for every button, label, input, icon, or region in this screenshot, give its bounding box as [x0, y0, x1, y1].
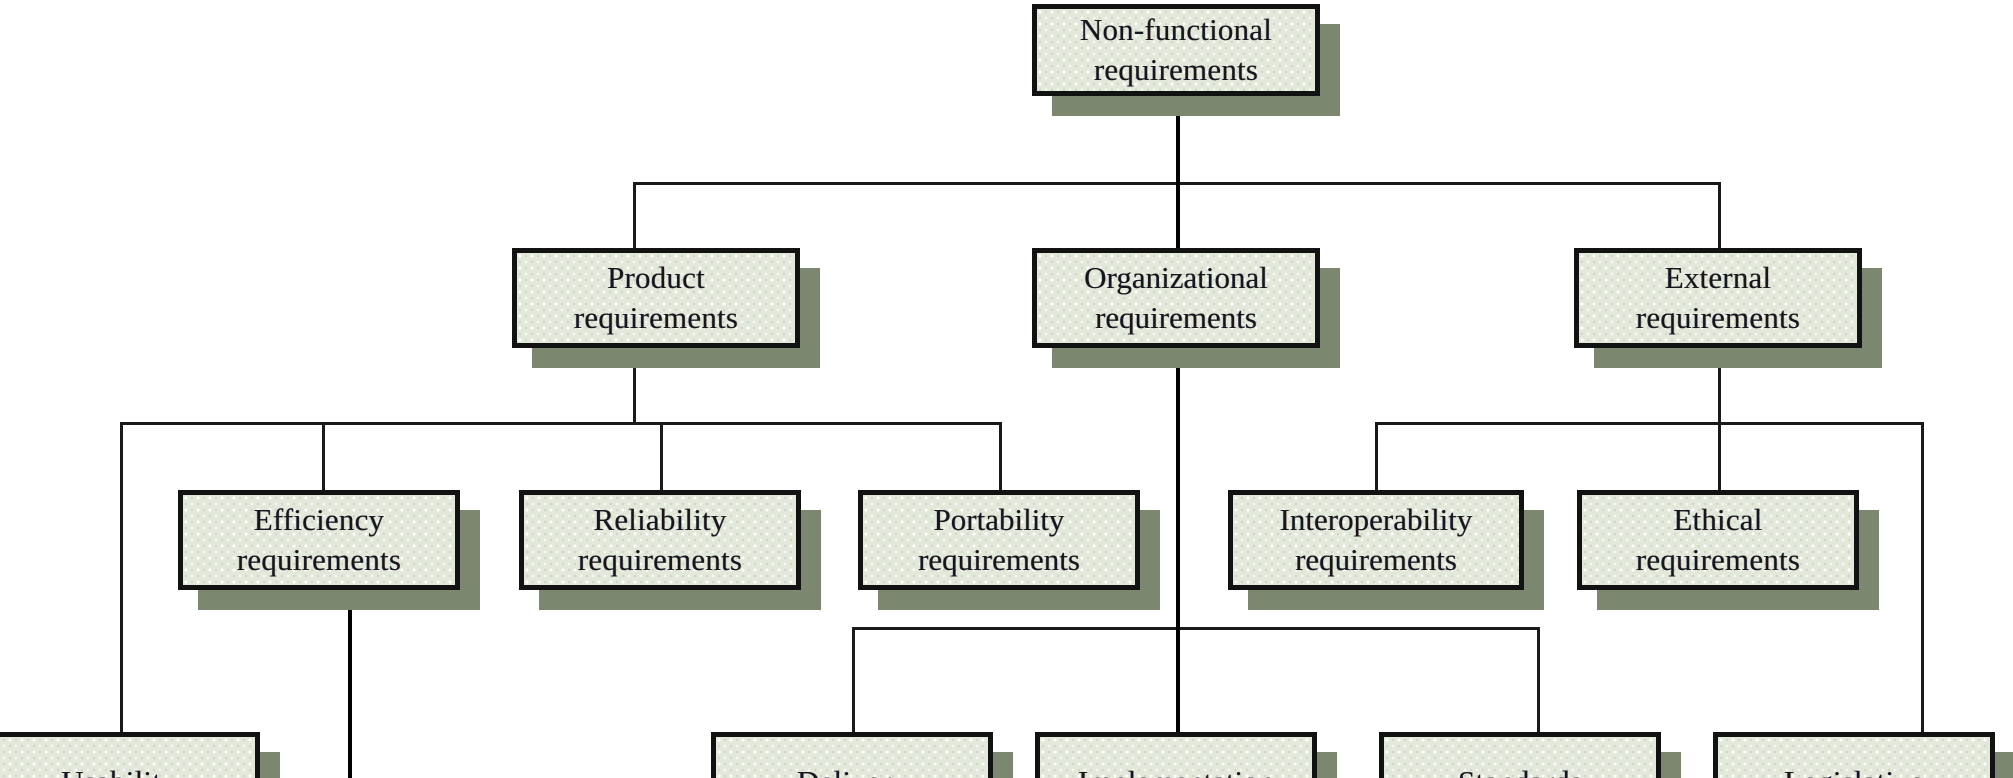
node-portability-requirements[interactable]: Portability requirements [858, 490, 1160, 610]
node-reliability-requirements[interactable]: Reliability requirements [519, 490, 821, 610]
connector-product-down [633, 348, 636, 424]
connector-product-bus [120, 422, 1002, 425]
node-face: Efficiency requirements [178, 490, 460, 590]
node-label: Interoperability requirements [1279, 502, 1473, 577]
node-standards[interactable]: Standards [1379, 732, 1681, 778]
connector-to-organizational [1176, 182, 1180, 248]
connector-org-to-delivery [852, 627, 855, 732]
connector-efficiency-down [348, 600, 352, 778]
node-face: Usability [0, 732, 260, 778]
node-interoperability-requirements[interactable]: Interoperability requirements [1228, 490, 1544, 610]
node-label: Portability requirements [918, 502, 1080, 577]
node-face: Ethical requirements [1577, 490, 1859, 590]
node-label: Efficiency requirements [236, 502, 402, 577]
connector-product-to-reliability [660, 422, 663, 490]
connector-org-to-implementation [1176, 627, 1180, 732]
node-face: Legislative [1713, 732, 1995, 778]
connector-external-down [1718, 348, 1721, 424]
connector-organizational-bus [852, 627, 1540, 630]
connector-organizational-down [1176, 348, 1180, 630]
connector-product-to-efficiency [322, 422, 325, 490]
node-face: Interoperability requirements [1228, 490, 1524, 590]
node-label: Implementation [1072, 762, 1280, 778]
node-label: Non-functional requirements [1079, 12, 1273, 87]
connector-to-external [1718, 182, 1721, 248]
node-non-functional-requirements[interactable]: Non-functional requirements [1032, 4, 1340, 116]
node-usability[interactable]: Usability [0, 732, 280, 778]
node-implementation[interactable]: Implementation [1035, 732, 1337, 778]
connector-external-bus [1375, 422, 1923, 425]
node-legislative[interactable]: Legislative [1713, 732, 2013, 778]
connector-root-down [1176, 96, 1180, 186]
node-face: Standards [1379, 732, 1661, 778]
node-label: External requirements [1635, 260, 1801, 335]
connector-product-to-portability [999, 422, 1002, 490]
node-efficiency-requirements[interactable]: Efficiency requirements [178, 490, 480, 610]
node-ethical-requirements[interactable]: Ethical requirements [1577, 490, 1879, 610]
node-label: Delivery [791, 762, 913, 778]
node-label: Legislative [1778, 762, 1930, 778]
connector-org-to-standards [1537, 627, 1540, 732]
node-label: Standards [1452, 762, 1588, 778]
connector-external-to-legislative [1921, 422, 1924, 732]
connector-external-to-interoperability [1375, 422, 1378, 490]
connector-product-to-usability [120, 422, 123, 732]
node-external-requirements[interactable]: External requirements [1574, 248, 1882, 368]
node-face: Portability requirements [858, 490, 1140, 590]
node-organizational-requirements[interactable]: Organizational requirements [1032, 248, 1340, 368]
connector-to-product [633, 182, 636, 248]
node-label: Usability [55, 762, 182, 778]
node-face: Product requirements [512, 248, 800, 348]
node-face: Reliability requirements [519, 490, 801, 590]
node-label: Product requirements [573, 260, 739, 335]
node-label: Reliability requirements [577, 502, 743, 577]
node-face: Implementation [1035, 732, 1317, 778]
node-label: Ethical requirements [1635, 502, 1801, 577]
node-product-requirements[interactable]: Product requirements [512, 248, 820, 368]
node-delivery[interactable]: Delivery [711, 732, 1013, 778]
node-face: External requirements [1574, 248, 1862, 348]
connector-external-to-ethical [1718, 422, 1721, 490]
node-face: Organizational requirements [1032, 248, 1320, 348]
node-label: Organizational requirements [1084, 260, 1268, 335]
node-face: Delivery [711, 732, 993, 778]
node-face: Non-functional requirements [1032, 4, 1320, 96]
